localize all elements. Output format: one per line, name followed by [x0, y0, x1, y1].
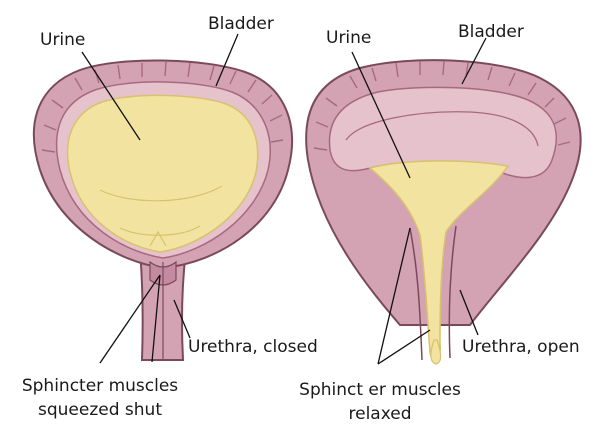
leader-left-sphincter-b: [151, 274, 161, 363]
right-urethra-right-edge: [448, 225, 457, 359]
label-right-bladder: Bladder: [458, 22, 524, 42]
label-right-urethra: Urethra, open: [462, 337, 580, 357]
leader-left-urine: [81, 51, 141, 141]
leader-right-sphincter-b: [377, 329, 431, 365]
leader-right-urethra: [459, 289, 479, 336]
right-urine-drip: [430, 339, 442, 365]
right-lining-fold: [345, 111, 539, 147]
leader-left-sphincter-a: [99, 274, 161, 364]
right-urethra-left-edge: [409, 227, 423, 361]
left-wall-ridges: [41, 61, 284, 153]
right-bladder: [305, 59, 582, 365]
label-right-urine: Urine: [326, 28, 372, 48]
label-left-sphincter-line1: Sphincter muscles: [21, 376, 179, 396]
label-right-sphincter-line1: Sphinct er muscles: [299, 380, 461, 400]
label-right-sphincter-line2: relaxed: [348, 404, 412, 424]
leader-right-sphincter-a: [377, 227, 411, 365]
leader-left-bladder: [215, 33, 239, 87]
label-left-bladder: Bladder: [208, 14, 274, 34]
left-urine-shading: [99, 185, 223, 247]
label-left-urine: Urine: [40, 30, 86, 50]
right-urine: [368, 160, 510, 361]
leader-lines: [81, 33, 487, 365]
label-left-sphincter-line2: squeezed shut: [38, 400, 162, 420]
left-bladder: [32, 59, 293, 361]
leader-right-urine: [351, 51, 411, 179]
label-left-urethra: Urethra, closed: [188, 337, 318, 357]
leader-right-bladder: [461, 37, 487, 85]
left-urine: [66, 94, 259, 253]
leader-left-urethra: [173, 299, 191, 339]
